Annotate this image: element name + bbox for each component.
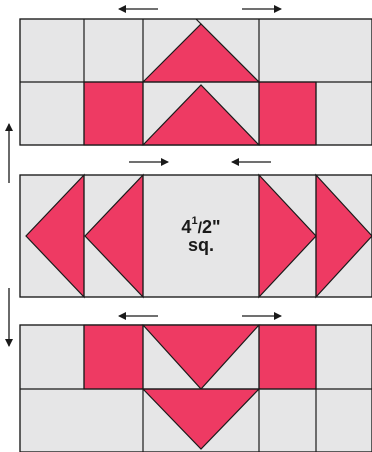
- bottom-row: [19, 324, 372, 452]
- top-pink-square-left: [83, 81, 144, 146]
- center-label-slash: /: [197, 220, 203, 237]
- middle-row-outline: [19, 174, 372, 298]
- top-pink-square-right: [258, 81, 317, 146]
- top-row: [19, 18, 372, 146]
- middle-row: [19, 173, 372, 299]
- center-label-denominator: 2: [202, 217, 213, 237]
- center-label-unit: ": [212, 217, 221, 237]
- bottom-pink-square-right: [258, 324, 317, 390]
- top-row-outline: [19, 18, 372, 146]
- bottom-pink-square-left: [83, 324, 144, 390]
- bottom-row-outline: [19, 324, 372, 452]
- center-label-whole: 4: [181, 217, 192, 237]
- center-square-label: 41/2" sq.: [145, 214, 257, 254]
- center-label-sq: sq.: [187, 235, 214, 255]
- center-label-numerator: 1: [191, 215, 198, 227]
- top-goose-seam: [195, 18, 202, 25]
